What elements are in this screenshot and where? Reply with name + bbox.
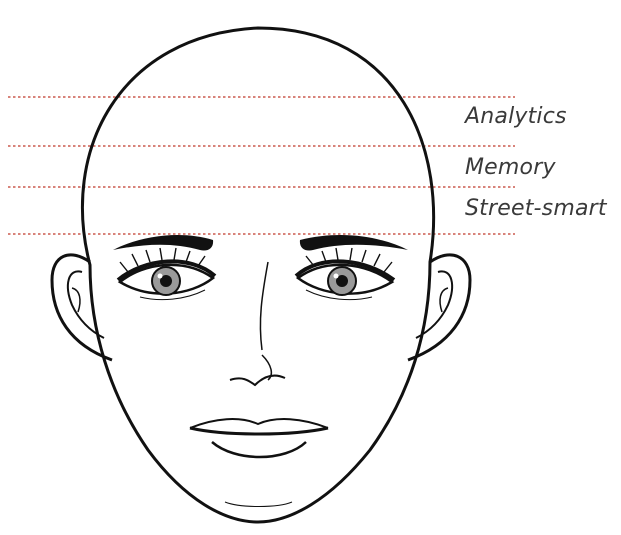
left-eye [118, 248, 215, 300]
upper-lip [190, 419, 328, 428]
right-ear-inner [416, 271, 452, 338]
lip-line [190, 428, 328, 434]
left-ear-inner [68, 271, 104, 338]
right-eye [296, 248, 394, 300]
zone-label-street-smart: Street-smart [465, 196, 607, 221]
zone-guide-lines [8, 97, 515, 234]
left-ear [52, 255, 112, 360]
left-eyebrow [113, 235, 213, 250]
zone-label-memory: Memory [465, 155, 556, 180]
nose-tip [230, 376, 285, 385]
chin-line [225, 502, 292, 507]
right-ear [408, 255, 470, 360]
nose [260, 262, 268, 350]
zone-label-analytics: Analytics [465, 104, 567, 129]
lower-lip [212, 442, 306, 457]
right-eyebrow [300, 235, 408, 250]
